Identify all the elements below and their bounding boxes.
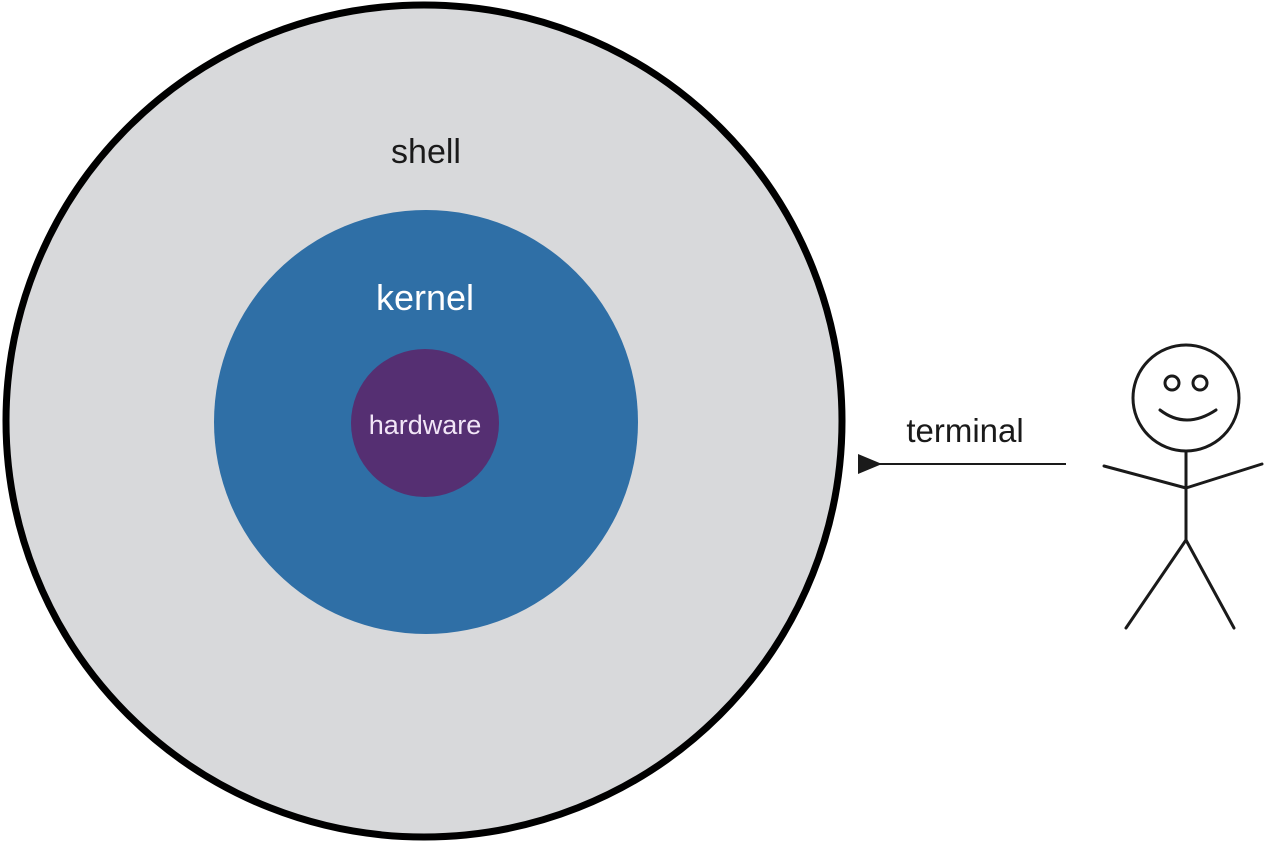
user-right-arm <box>1184 462 1264 490</box>
user-left-eye <box>1163 374 1181 392</box>
user-head <box>1131 343 1241 453</box>
user-left-arm <box>1102 464 1188 490</box>
kernel-label: kernel <box>376 277 474 318</box>
user-left-leg <box>1124 538 1188 630</box>
hardware-label: hardware <box>369 410 482 440</box>
terminal-label: terminal <box>906 412 1023 449</box>
user-right-eye <box>1191 374 1209 392</box>
stick-figure-icon <box>1102 343 1264 630</box>
hardware-layer-circle <box>351 349 499 497</box>
shell-label: shell <box>391 133 461 171</box>
user-smile <box>1158 408 1218 422</box>
user-right-leg <box>1184 538 1236 630</box>
